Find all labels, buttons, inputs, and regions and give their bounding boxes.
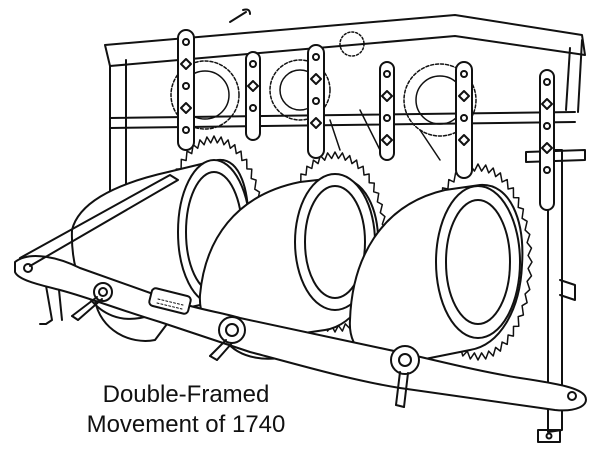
strap-4 bbox=[379, 61, 395, 161]
back-gears bbox=[170, 31, 477, 161]
strap-1 bbox=[177, 29, 195, 151]
strap-5 bbox=[455, 61, 473, 179]
nameplate bbox=[148, 287, 192, 315]
strap-6 bbox=[539, 69, 555, 211]
caption-line-2: Movement of 1740 bbox=[86, 411, 286, 438]
drum-2 bbox=[198, 173, 380, 360]
drums bbox=[70, 158, 524, 386]
drum-3 bbox=[348, 183, 524, 386]
caption: Double-Framed Movement of 1740 bbox=[0, 380, 372, 440]
caption-line-1: Double-Framed bbox=[102, 381, 270, 408]
strap-2 bbox=[245, 51, 261, 141]
vertical-straps bbox=[177, 29, 555, 211]
winding-arbors bbox=[71, 282, 420, 408]
arbor-3 bbox=[390, 345, 420, 408]
arbor-1 bbox=[71, 282, 113, 321]
strap-3 bbox=[307, 44, 325, 159]
arbor-2 bbox=[209, 316, 246, 361]
